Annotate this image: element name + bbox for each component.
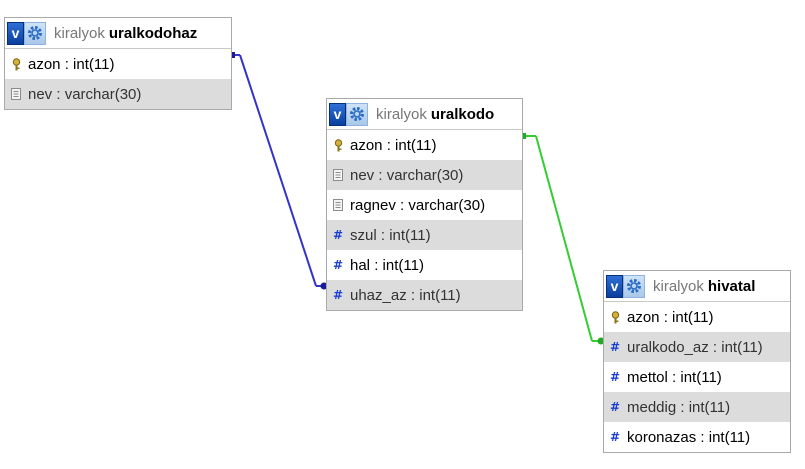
relation-uralkodohaz-uralkodo[interactable]: [230, 52, 328, 290]
column-name: uhaz_az: [350, 286, 407, 304]
database-name: kiralyok: [376, 105, 427, 123]
numeric-column-icon: #: [609, 370, 621, 384]
column-type: int(11): [708, 428, 751, 446]
column-row[interactable]: # meddig : int(11): [604, 392, 790, 422]
column-row[interactable]: azon : int(11): [5, 49, 231, 79]
column-row[interactable]: azon : int(11): [327, 130, 522, 160]
column-type: int(11): [419, 286, 461, 304]
column-type: int(11): [721, 338, 763, 356]
column-name: hal: [350, 256, 371, 274]
relation-uralkodo-hivatal[interactable]: [521, 133, 605, 345]
column-type: varchar(30): [386, 166, 464, 184]
column-row[interactable]: # uralkodo_az : int(11): [604, 332, 790, 362]
database-name: kiralyok: [54, 24, 105, 42]
column-type: int(11): [680, 368, 722, 386]
gear-icon[interactable]: [623, 274, 645, 298]
toggle-columns-button[interactable]: v: [606, 274, 623, 298]
table-name: uralkodo: [430, 105, 495, 123]
column-name: szul: [350, 226, 377, 244]
numeric-column-icon: #: [332, 288, 344, 302]
column-type: int(11): [688, 398, 731, 416]
text-column-icon: [11, 88, 21, 100]
column-type: varchar(30): [408, 196, 486, 214]
column-type: int(11): [73, 55, 115, 73]
column-row[interactable]: nev : varchar(30): [5, 79, 231, 109]
table-name: hivatal: [707, 277, 756, 295]
column-row[interactable]: # koronazas : int(11): [609, 428, 751, 446]
table-header[interactable]: v kiralyok hivatal: [604, 271, 790, 302]
column-name: nev: [350, 166, 375, 184]
column-row[interactable]: azon : int(11): [604, 302, 790, 332]
relation-line: [535, 135, 593, 342]
relation-line: [239, 54, 317, 287]
column-type: varchar(30): [64, 85, 142, 103]
column-type: int(11): [382, 256, 424, 274]
database-name: kiralyok: [653, 277, 704, 295]
column-row[interactable]: ragnev : varchar(30): [327, 190, 522, 220]
column-name: ragnev: [350, 196, 396, 214]
primary-key-icon: [610, 310, 620, 324]
table-uralkodohaz[interactable]: v kiralyok uralkodohaz azon : int(11) ne…: [4, 17, 232, 110]
column-row[interactable]: # uhaz_az : int(11): [327, 280, 522, 310]
table-uralkodo[interactable]: v kiralyok uralkodo azon : int(11) nev :…: [326, 98, 523, 311]
table-header[interactable]: v kiralyok uralkodo: [327, 99, 522, 130]
column-name: nev: [28, 85, 53, 103]
column-row[interactable]: # szul : int(11): [327, 220, 522, 250]
numeric-column-icon: #: [609, 340, 621, 354]
column-type: int(11): [395, 136, 437, 154]
table-name: uralkodohaz: [108, 24, 198, 42]
column-row[interactable]: nev : varchar(30): [327, 160, 522, 190]
gear-icon[interactable]: [346, 102, 368, 126]
text-column-icon: [333, 169, 343, 181]
numeric-column-icon: #: [332, 228, 344, 242]
column-name: uralkodo_az: [627, 338, 709, 356]
table-hivatal[interactable]: v kiralyok hivatal azon : int(11) # ural…: [603, 270, 791, 453]
column-name: azon: [28, 55, 61, 73]
column-name: meddig: [627, 398, 677, 416]
numeric-column-icon: #: [332, 258, 344, 272]
column-name: azon: [350, 136, 383, 154]
column-name: azon: [627, 308, 660, 326]
toggle-columns-button[interactable]: v: [329, 102, 346, 126]
toggle-columns-button[interactable]: v: [7, 21, 24, 45]
text-column-icon: [333, 199, 343, 211]
numeric-column-icon: #: [609, 400, 621, 414]
gear-icon[interactable]: [24, 21, 46, 45]
column-type: int(11): [672, 308, 714, 326]
table-header[interactable]: v kiralyok uralkodohaz: [5, 18, 231, 49]
column-name: mettol: [627, 368, 668, 386]
column-name: koronazas: [627, 428, 697, 446]
column-row[interactable]: # hal : int(11): [332, 256, 424, 274]
primary-key-icon: [11, 57, 21, 71]
primary-key-icon: [333, 138, 343, 152]
column-type: int(11): [389, 226, 431, 244]
column-row[interactable]: # mettol : int(11): [609, 368, 722, 386]
numeric-column-icon: #: [609, 430, 621, 444]
